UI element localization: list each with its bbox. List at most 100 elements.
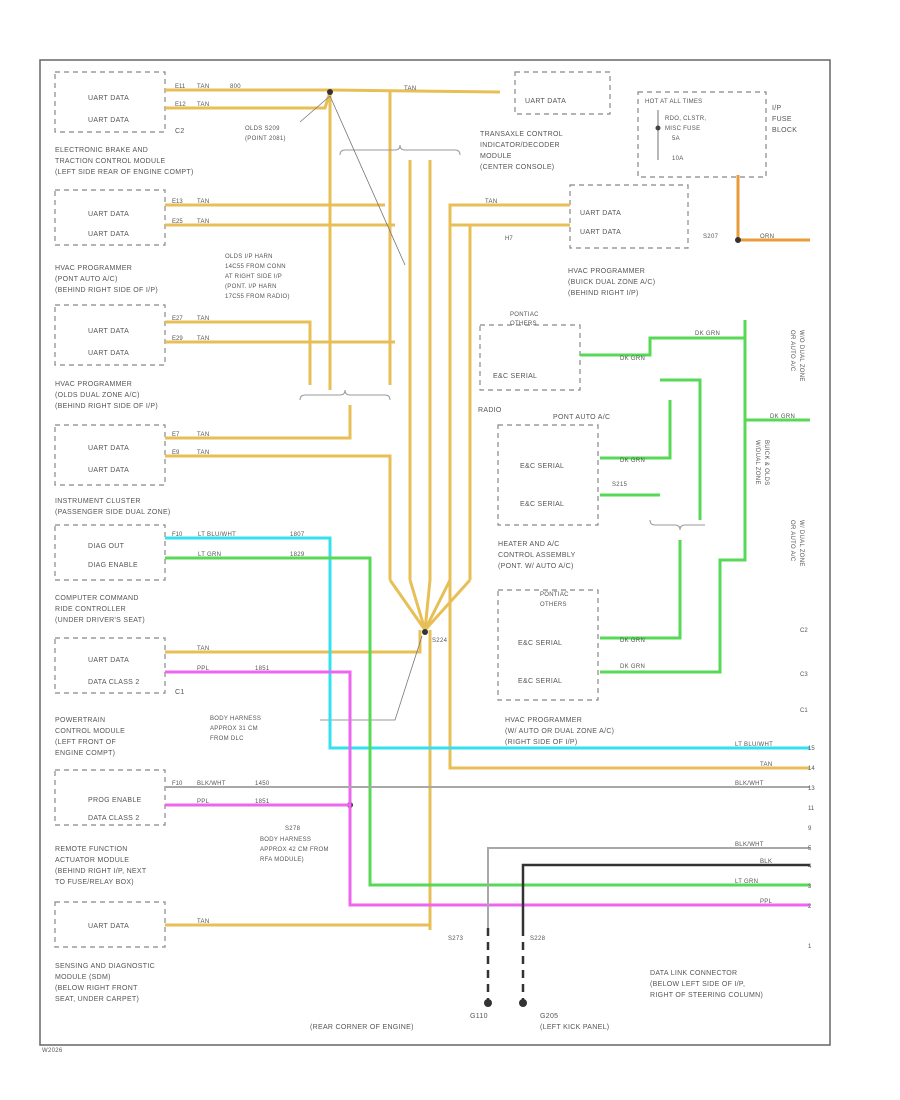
svg-text:PPL: PPL — [197, 666, 210, 672]
svg-text:1: 1 — [808, 944, 812, 950]
svg-text:(BUICK DUAL ZONE A/C): (BUICK DUAL ZONE A/C) — [568, 279, 655, 286]
svg-text:S278: S278 — [285, 826, 301, 832]
svg-text:UART DATA: UART DATA — [88, 467, 129, 474]
svg-text:BLK/WHT: BLK/WHT — [735, 781, 764, 787]
svg-text:E29: E29 — [172, 336, 183, 342]
svg-text:C3: C3 — [800, 672, 808, 678]
svg-text:DIAG OUT: DIAG OUT — [88, 543, 125, 550]
svg-text:UART DATA: UART DATA — [88, 211, 129, 218]
svg-text:SENSING AND DIAGNOSTIC: SENSING AND DIAGNOSTIC — [55, 963, 155, 970]
svg-text:CONTROL MODULE: CONTROL MODULE — [55, 728, 125, 735]
svg-text:TAN: TAN — [197, 432, 209, 438]
fuse-icon — [655, 110, 661, 160]
svg-text:UART DATA: UART DATA — [580, 210, 621, 217]
svg-text:C2: C2 — [175, 128, 185, 135]
svg-text:4: 4 — [808, 864, 812, 870]
svg-text:HVAC PROGRAMMER: HVAC PROGRAMMER — [55, 265, 132, 272]
svg-text:S207: S207 — [703, 234, 719, 240]
svg-text:UART DATA: UART DATA — [525, 98, 566, 105]
svg-text:BLOCK: BLOCK — [772, 127, 797, 134]
svg-text:TAN: TAN — [197, 919, 209, 925]
module-heater-ac: HEATER AND A/C CONTROL ASSEMBLY (PONT. W… — [497, 541, 599, 701]
svg-text:S224: S224 — [432, 638, 448, 644]
svg-text:BLK/WHT: BLK/WHT — [197, 781, 226, 787]
svg-text:H7: H7 — [505, 236, 513, 242]
svg-text:LT BLU/WHT: LT BLU/WHT — [735, 742, 773, 748]
svg-text:ENGINE COMPT): ENGINE COMPT) — [55, 750, 115, 757]
purple-wire — [165, 670, 810, 907]
svg-text:AT RIGHT SIDE I/P: AT RIGHT SIDE I/P — [225, 274, 282, 280]
svg-text:DK GRN: DK GRN — [620, 638, 645, 644]
module-sdm: SENSING AND DIAGNOSTIC MODULE (SDM) (BEL… — [55, 963, 155, 1003]
module-instrument-cluster: INSTRUMENT CLUSTER (PASSENGER SIDE DUAL … — [54, 498, 170, 581]
svg-text:(BELOW RIGHT FRONT: (BELOW RIGHT FRONT — [55, 985, 138, 992]
splice-dot-icon — [422, 629, 428, 635]
svg-text:DK GRN: DK GRN — [770, 414, 795, 420]
svg-text:5A: 5A — [672, 136, 680, 142]
svg-text:BODY HARNESS: BODY HARNESS — [260, 837, 311, 843]
svg-text:E13: E13 — [172, 199, 183, 205]
svg-text:ACTUATOR MODULE: ACTUATOR MODULE — [55, 857, 129, 864]
splice-dot-icon — [735, 237, 741, 243]
fuse-block: HOT AT ALL TIMES RDO, CLSTR, MISC FUSE 5… — [637, 91, 797, 178]
svg-text:(LEFT KICK PANEL): (LEFT KICK PANEL) — [540, 1024, 609, 1031]
svg-text:1450: 1450 — [255, 781, 270, 787]
svg-text:TAN: TAN — [197, 84, 209, 90]
svg-text:5: 5 — [808, 846, 812, 852]
svg-text:E11: E11 — [175, 84, 186, 90]
svg-text:(BEHIND RIGHT I/P): (BEHIND RIGHT I/P) — [568, 290, 639, 297]
svg-text:S273: S273 — [448, 936, 464, 942]
svg-text:HEATER AND A/C: HEATER AND A/C — [498, 541, 560, 548]
svg-text:S215: S215 — [612, 482, 628, 488]
module-top-left: UART DATA UART DATA C2 — [54, 71, 185, 135]
svg-text:FROM DLC: FROM DLC — [210, 736, 244, 742]
svg-text:(CENTER CONSOLE): (CENTER CONSOLE) — [480, 164, 554, 171]
svg-text:15: 15 — [808, 746, 815, 752]
svg-text:(BELOW LEFT SIDE OF I/P,: (BELOW LEFT SIDE OF I/P, — [650, 981, 745, 988]
svg-text:RADIO: RADIO — [478, 407, 502, 414]
svg-text:HVAC PROGRAMMER: HVAC PROGRAMMER — [568, 268, 645, 275]
svg-text:DATA CLASS 2: DATA CLASS 2 — [88, 815, 140, 822]
svg-text:17C55 FROM RADIO): 17C55 FROM RADIO) — [225, 294, 290, 300]
module-radio: PONTIAC OTHERS E&C SERIAL RADIO — [478, 312, 581, 414]
svg-text:OLDS S209: OLDS S209 — [245, 126, 280, 132]
svg-text:PROG ENABLE: PROG ENABLE — [88, 797, 142, 804]
svg-text:C1: C1 — [175, 689, 185, 696]
svg-text:TAN: TAN — [197, 316, 209, 322]
svg-text:TAN: TAN — [197, 102, 209, 108]
svg-text:TRACTION CONTROL MODULE: TRACTION CONTROL MODULE — [55, 158, 166, 165]
svg-text:(BEHIND RIGHT I/P, NEXT: (BEHIND RIGHT I/P, NEXT — [55, 868, 147, 875]
svg-text:14C55 FROM CONN: 14C55 FROM CONN — [225, 264, 286, 270]
svg-text:DATA LINK CONNECTOR: DATA LINK CONNECTOR — [650, 970, 737, 977]
svg-text:F10: F10 — [172, 781, 183, 787]
svg-text:E12: E12 — [175, 102, 186, 108]
svg-text:F10: F10 — [172, 532, 183, 538]
svg-text:(BEHIND RIGHT SIDE OF I/P): (BEHIND RIGHT SIDE OF I/P) — [55, 403, 158, 410]
svg-text:DATA CLASS 2: DATA CLASS 2 — [88, 679, 140, 686]
svg-text:(BEHIND RIGHT SIDE OF I/P): (BEHIND RIGHT SIDE OF I/P) — [55, 287, 158, 294]
svg-text:TAN: TAN — [197, 199, 209, 205]
svg-text:UART DATA: UART DATA — [88, 231, 129, 238]
green-serial-wires — [580, 320, 810, 674]
svg-text:RIDE CONTROLLER: RIDE CONTROLLER — [55, 606, 126, 613]
ground-labels: G110 (REAR CORNER OF ENGINE) G205 (LEFT … — [310, 1013, 609, 1031]
module-hvac-bottom: HVAC PROGRAMMER (W/ AUTO OR DUAL ZONE A/… — [505, 717, 614, 746]
svg-text:G205: G205 — [540, 1013, 558, 1020]
splice-labels: OLDS S209 (POINT 2081) OLDS I/P HARN 14C… — [210, 126, 719, 942]
ground-icon — [519, 999, 527, 1007]
splice-dot-icon — [327, 89, 333, 95]
svg-text:OTHERS: OTHERS — [510, 321, 537, 327]
svg-text:RIGHT OF STEERING COLUMN): RIGHT OF STEERING COLUMN) — [650, 992, 763, 999]
svg-text:I/P: I/P — [772, 105, 781, 112]
svg-text:1807: 1807 — [290, 532, 305, 538]
orange-wire — [736, 175, 810, 242]
figure-code: W2026 — [42, 1048, 63, 1054]
svg-text:(LEFT FRONT OF: (LEFT FRONT OF — [55, 739, 116, 746]
svg-text:(OLDS DUAL ZONE A/C): (OLDS DUAL ZONE A/C) — [55, 392, 140, 399]
module-pont-auto-ac: PONT AUTO A/C E&C SERIAL E&C SERIAL — [497, 414, 610, 526]
svg-text:S228: S228 — [530, 936, 546, 942]
svg-text:PPL: PPL — [760, 899, 773, 905]
svg-text:POWERTRAIN: POWERTRAIN — [55, 717, 105, 724]
svg-text:E&C SERIAL: E&C SERIAL — [493, 373, 537, 380]
svg-text:MODULE (SDM): MODULE (SDM) — [55, 974, 111, 981]
